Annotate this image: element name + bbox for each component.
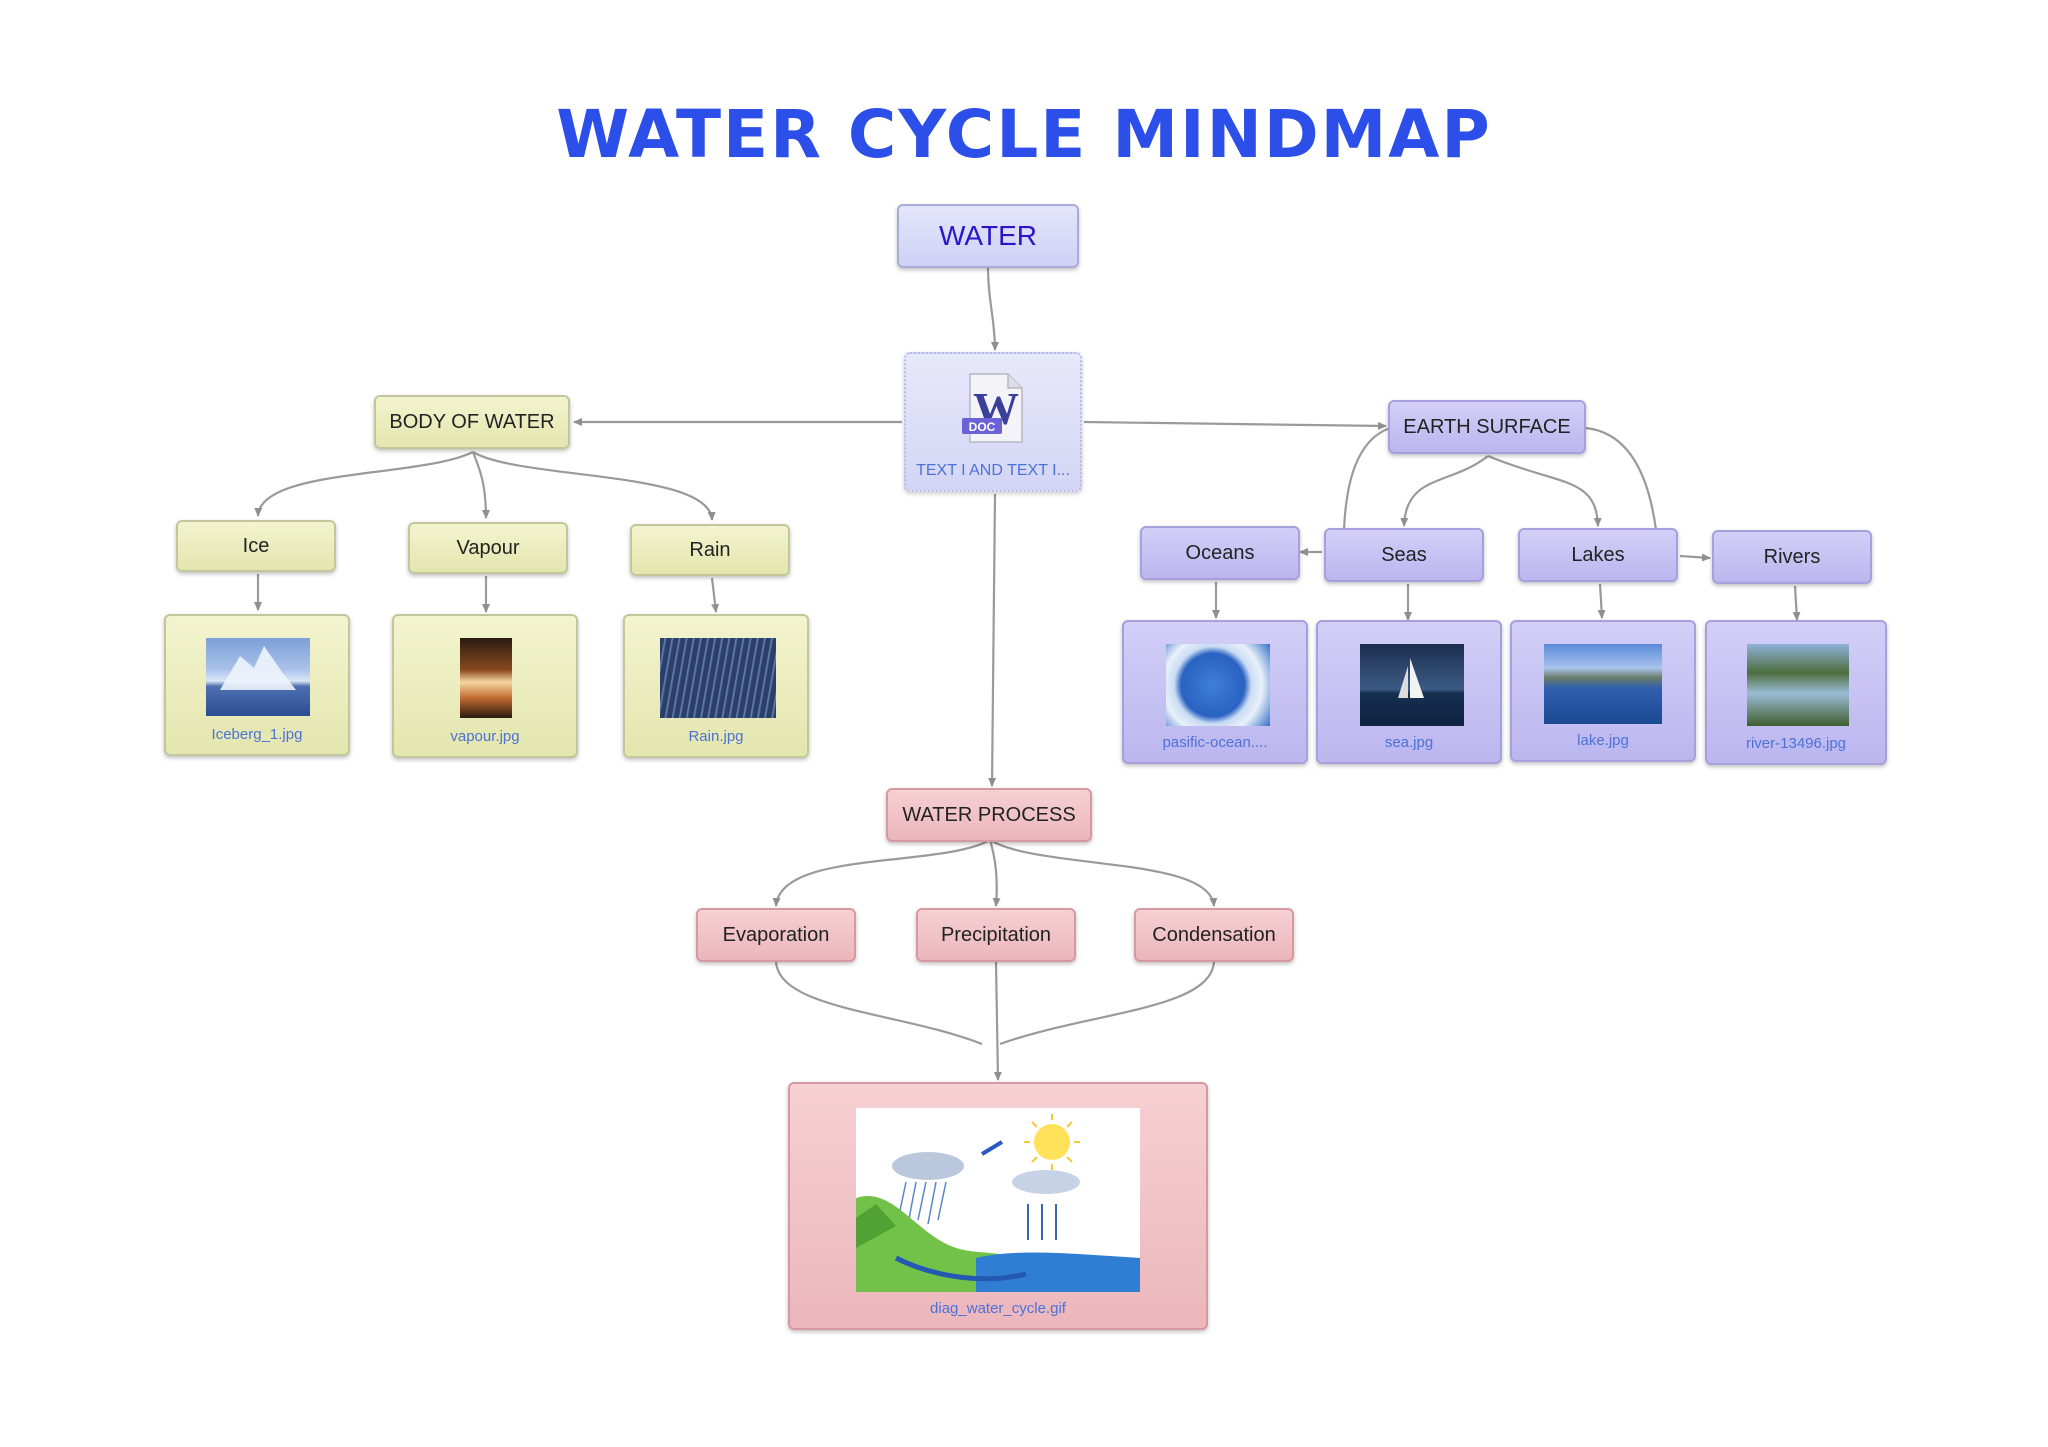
vapour-image	[460, 638, 512, 718]
sea-image-card[interactable]: sea.jpg	[1316, 620, 1502, 764]
sea-caption: sea.jpg	[1384, 734, 1434, 751]
evaporation-label: Evaporation	[722, 923, 830, 946]
seas-node[interactable]: Seas	[1324, 528, 1484, 582]
seas-label: Seas	[1381, 543, 1427, 566]
lake-image	[1544, 644, 1662, 724]
water-process-label: WATER PROCESS	[902, 803, 1076, 826]
iceberg-caption: Iceberg_1.jpg	[211, 726, 303, 743]
condensation-node[interactable]: Condensation	[1134, 908, 1294, 962]
water-cycle-diagram-image	[856, 1108, 1140, 1292]
earth-surface-node[interactable]: EARTH SURFACE	[1388, 400, 1586, 454]
root-node-water[interactable]: WATER	[897, 204, 1079, 268]
document-caption: TEXT I AND TEXT I...	[916, 462, 1070, 479]
rain-label: Rain	[689, 538, 731, 561]
precipitation-label: Precipitation	[940, 923, 1052, 946]
river-image-card[interactable]: river-13496.jpg	[1705, 620, 1887, 765]
body-of-water-label: BODY OF WATER	[389, 410, 555, 433]
evaporation-node[interactable]: Evaporation	[696, 908, 856, 962]
body-of-water-node[interactable]: BODY OF WATER	[374, 395, 570, 449]
condensation-label: Condensation	[1152, 923, 1276, 946]
water-cycle-diagram-caption: diag_water_cycle.gif	[930, 1300, 1066, 1317]
rivers-node[interactable]: Rivers	[1712, 530, 1872, 584]
sun-icon	[1034, 1124, 1070, 1160]
water-process-node[interactable]: WATER PROCESS	[886, 788, 1092, 842]
rain-image-card[interactable]: Rain.jpg	[623, 614, 809, 758]
sea-image	[1360, 644, 1464, 726]
document-node[interactable]: W DOC TEXT I AND TEXT I...	[904, 352, 1082, 492]
root-node-label: WATER	[939, 220, 1037, 251]
vapour-label: Vapour	[456, 536, 520, 559]
rain-node[interactable]: Rain	[630, 524, 790, 576]
river-caption: river-13496.jpg	[1745, 735, 1847, 752]
doc-badge: DOC	[969, 420, 996, 434]
river-image	[1747, 644, 1849, 726]
ice-label: Ice	[242, 534, 270, 557]
oceans-node[interactable]: Oceans	[1140, 526, 1300, 580]
water-cycle-diagram-card[interactable]: diag_water_cycle.gif	[788, 1082, 1208, 1330]
earth-surface-label: EARTH SURFACE	[1403, 415, 1571, 438]
oceans-label: Oceans	[1185, 541, 1255, 564]
iceberg-image-card[interactable]: Iceberg_1.jpg	[164, 614, 350, 756]
ocean-map-image	[1166, 644, 1270, 726]
lake-caption: lake.jpg	[1577, 732, 1629, 749]
ice-node[interactable]: Ice	[176, 520, 336, 572]
vapour-caption: vapour.jpg	[450, 728, 520, 745]
ocean-image-card[interactable]: pasific-ocean....	[1122, 620, 1308, 764]
rain-image	[660, 638, 776, 718]
rain-caption: Rain.jpg	[688, 728, 744, 745]
iceberg-image	[206, 638, 310, 716]
word-document-icon: W DOC	[962, 373, 1023, 443]
vapour-image-card[interactable]: vapour.jpg	[392, 614, 578, 758]
lakes-node[interactable]: Lakes	[1518, 528, 1678, 582]
vapour-node[interactable]: Vapour	[408, 522, 568, 574]
precipitation-node[interactable]: Precipitation	[916, 908, 1076, 962]
lakes-label: Lakes	[1571, 543, 1625, 566]
rivers-label: Rivers	[1763, 545, 1821, 568]
rain-cloud-icon	[892, 1152, 964, 1180]
ocean-caption: pasific-ocean....	[1162, 734, 1268, 751]
page-title: WATER CYCLE MINDMAP	[556, 96, 1492, 173]
lake-image-card[interactable]: lake.jpg	[1510, 620, 1696, 762]
